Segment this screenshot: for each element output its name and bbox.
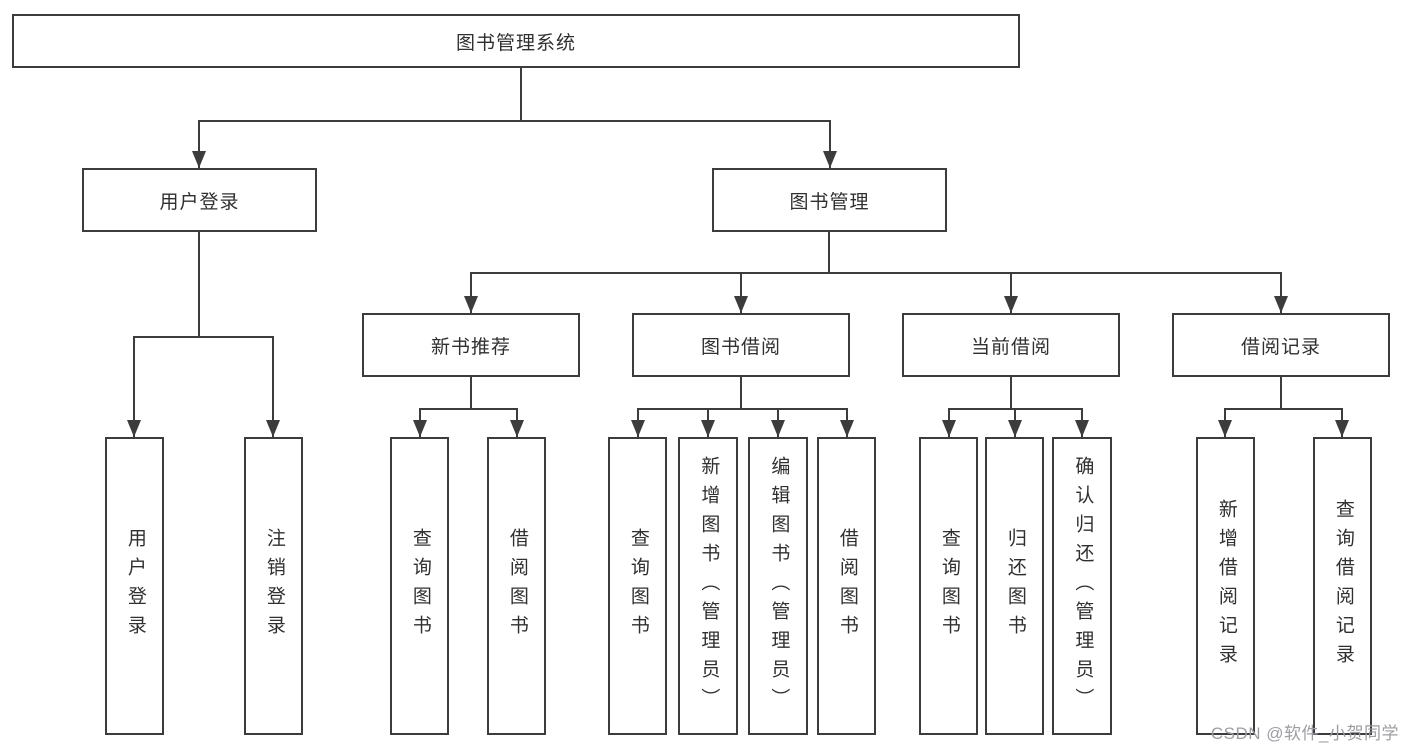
node-label: 新书推荐 [430, 336, 511, 358]
arrow-down-icon [510, 420, 524, 437]
leaf-label: 编辑图书（管理员） [768, 455, 790, 717]
connector-line [470, 272, 1282, 274]
node-current-borrow: 当前借阅 [902, 313, 1120, 377]
connector-line [198, 120, 831, 122]
node-new-book-recommend: 新书推荐 [362, 313, 580, 377]
connector-line [419, 408, 518, 410]
leaf-return-books: 归还图书 [985, 437, 1044, 735]
connector-line [198, 120, 200, 168]
leaf-label: 注销登录 [263, 528, 285, 644]
connector-line [133, 336, 274, 338]
arrow-down-icon [266, 420, 280, 437]
arrow-down-icon [1335, 420, 1349, 437]
arrow-down-icon [127, 420, 141, 437]
connector-line [637, 408, 848, 410]
connector-line [1280, 377, 1282, 408]
leaf-label: 用户登录 [124, 528, 146, 644]
leaf-label: 查询图书 [409, 528, 431, 644]
csdn-watermark: CSDN @软件_小贺同学 [1210, 724, 1399, 743]
leaf-query-borrow-record: 查询借阅记录 [1313, 437, 1372, 735]
leaf-edit-books-admin: 编辑图书（管理员） [748, 437, 808, 735]
leaf-borrow-books-recommend: 借阅图书 [487, 437, 546, 735]
connector-line [740, 377, 742, 408]
leaf-add-borrow-record: 新增借阅记录 [1196, 437, 1255, 735]
leaf-query-books-current: 查询图书 [919, 437, 978, 735]
leaf-query-books-borrow: 查询图书 [608, 437, 667, 735]
connector-line [829, 120, 831, 168]
leaf-query-books-recommend: 查询图书 [390, 437, 449, 735]
arrow-down-icon [1004, 296, 1018, 313]
node-label: 图书管理系统 [455, 32, 576, 54]
connector-line [272, 336, 274, 437]
arrow-down-icon [771, 420, 785, 437]
node-book-management: 图书管理 [712, 168, 947, 232]
arrow-down-icon [1008, 420, 1022, 437]
leaf-label: 查询借阅记录 [1332, 499, 1354, 673]
arrow-down-icon [840, 420, 854, 437]
connector-line [1010, 272, 1012, 313]
connector-line [470, 272, 472, 313]
leaf-label: 新增借阅记录 [1215, 499, 1237, 673]
node-label: 图书管理 [789, 191, 870, 213]
arrow-down-icon [734, 296, 748, 313]
leaf-label: 归还图书 [1004, 528, 1026, 644]
arrow-down-icon [701, 420, 715, 437]
connector-line [1280, 272, 1282, 313]
leaf-label: 借阅图书 [506, 528, 528, 644]
leaf-logout-login: 注销登录 [244, 437, 303, 735]
leaf-user-login: 用户登录 [105, 437, 164, 735]
connector-line [133, 336, 135, 437]
arrow-down-icon [1218, 420, 1232, 437]
leaf-borrow-books-borrow: 借阅图书 [817, 437, 876, 735]
connector-line [470, 377, 472, 408]
leaf-label: 新增图书（管理员） [698, 455, 720, 717]
node-book-borrow: 图书借阅 [632, 313, 850, 377]
connector-line [520, 68, 522, 120]
node-label: 用户登录 [159, 191, 240, 213]
arrow-down-icon [631, 420, 645, 437]
connector-line [1224, 408, 1343, 410]
connector-line [740, 272, 742, 313]
connector-line [1010, 377, 1012, 408]
node-label: 借阅记录 [1240, 336, 1321, 358]
connector-line [198, 232, 200, 336]
leaf-label: 查询图书 [627, 528, 649, 644]
arrow-down-icon [192, 151, 206, 168]
arrow-down-icon [942, 420, 956, 437]
node-library-management-system: 图书管理系统 [12, 14, 1020, 68]
arrow-down-icon [464, 296, 478, 313]
arrow-down-icon [1274, 296, 1288, 313]
leaf-label: 查询图书 [938, 528, 960, 644]
arrow-down-icon [823, 151, 837, 168]
leaf-confirm-return-admin: 确认归还（管理员） [1052, 437, 1112, 735]
connector-line [828, 232, 830, 272]
arrow-down-icon [1075, 420, 1089, 437]
node-user-login: 用户登录 [82, 168, 317, 232]
node-label: 图书借阅 [700, 336, 781, 358]
leaf-label: 借阅图书 [836, 528, 858, 644]
node-label: 当前借阅 [970, 336, 1051, 358]
leaf-add-books-admin: 新增图书（管理员） [678, 437, 738, 735]
arrow-down-icon [413, 420, 427, 437]
node-borrow-records: 借阅记录 [1172, 313, 1390, 377]
leaf-label: 确认归还（管理员） [1072, 455, 1094, 717]
